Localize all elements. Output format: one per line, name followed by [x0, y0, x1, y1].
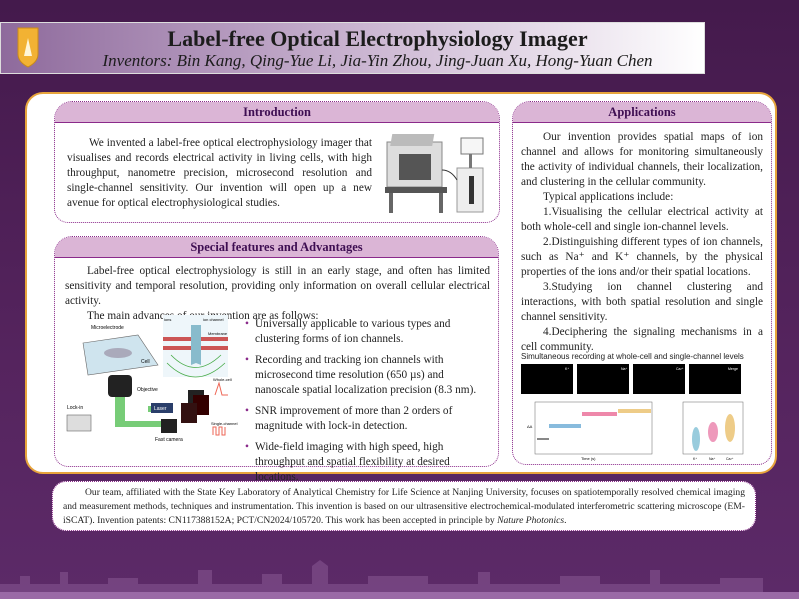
poster-title: Label-free Optical Electrophysiology Ima… [167, 26, 588, 51]
setup-diagram: Microelectrode Cell Objective Lock-in La… [66, 315, 238, 443]
recording-figure: K⁺ Na⁺ Ca²⁺ Merge Time (s) ΔA K⁺ Na⁺ Ca²… [521, 364, 744, 461]
list-item: Universally applicable to various types … [245, 317, 490, 347]
section-heading: Introduction [55, 102, 499, 123]
campus-skyline [0, 560, 799, 599]
panel-label: Na⁺ [621, 367, 627, 371]
applications-intro: Our invention provides spatial maps of i… [521, 131, 763, 188]
applications-typical: Typical applications include: [543, 191, 674, 203]
special-intro-text: Label-free optical electrophysiology is … [65, 265, 490, 307]
ion-label: Ca²⁺ [726, 457, 734, 461]
label-objective: Objective [137, 387, 158, 393]
label-cell: Cell [141, 359, 150, 365]
applications-section: Applications Our invention provides spat… [512, 101, 772, 465]
journal-name: Nature Photonics [497, 515, 565, 526]
label-microelectrode: Microelectrode [91, 325, 124, 331]
inventors: Inventors: Bin Kang, Qing-Yue Li, Jia-Yi… [102, 51, 653, 70]
label-laser: Laser [154, 406, 167, 412]
title-banner: Label-free Optical Electrophysiology Ima… [0, 22, 705, 74]
footer-text: Our team, affiliated with the State Key … [63, 487, 745, 526]
list-item: Recording and tracking ion channels with… [245, 353, 490, 398]
ion-label: K⁺ [693, 457, 697, 461]
y-axis-label: ΔA [527, 424, 533, 429]
ion-label: Na⁺ [709, 457, 715, 461]
label-ions: ions [164, 317, 171, 322]
label-lockin: Lock-in [67, 405, 83, 411]
instrument-image [385, 134, 484, 213]
introduction-section: Introduction We invented a label-free op… [54, 101, 500, 223]
label-ion-channel: ion channel [203, 317, 224, 322]
list-item: SNR improvement of more than 2 orders of… [245, 404, 490, 434]
main-panel: Introduction We invented a label-free op… [25, 92, 777, 483]
application-item: 2.Distinguishing different types of ion … [521, 236, 763, 278]
label-membrane: Membrane [208, 331, 228, 336]
label-camera: Fast camera [155, 437, 183, 443]
special-features-section: Special features and Advantages Label-fr… [54, 236, 499, 483]
section-heading: Special features and Advantages [55, 237, 498, 258]
panel-label: Ca²⁺ [676, 367, 684, 371]
application-item: 1.Visualising the cellular electrical ac… [521, 206, 763, 233]
label-single-channel: Single-channel [211, 421, 238, 426]
footer-end: . [564, 515, 567, 526]
advantages-list: Universally applicable to various types … [245, 317, 490, 491]
panel-label: Merge [728, 367, 738, 371]
list-item: Wide-field imaging with high speed, high… [245, 440, 490, 485]
university-logo [17, 27, 39, 68]
panel-label: K⁺ [565, 367, 569, 371]
introduction-text: We invented a label-free optical electro… [67, 137, 372, 209]
x-axis-label: Time (s) [581, 456, 596, 461]
section-heading: Applications [513, 102, 771, 123]
label-whole-cell: Whole-cell [213, 377, 232, 382]
figure-title: Simultaneous recording at whole-cell and… [521, 352, 744, 361]
footer-box: Our team, affiliated with the State Key … [52, 481, 756, 531]
application-item: 4.Deciphering the signaling mechanisms i… [521, 326, 763, 353]
application-item: 3.Studying ion channel clustering and in… [521, 281, 763, 323]
